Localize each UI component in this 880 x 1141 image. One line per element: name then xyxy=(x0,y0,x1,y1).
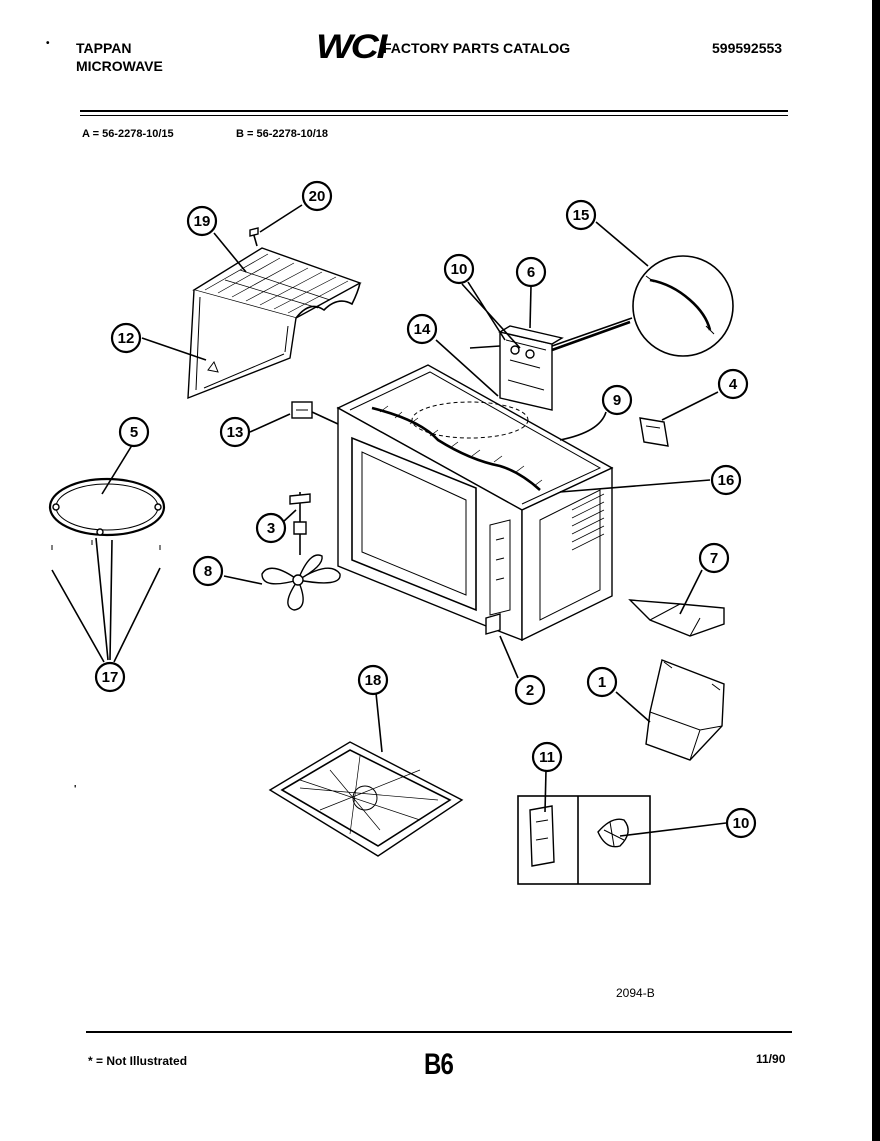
footer-rule xyxy=(86,1031,792,1033)
air-guide-part xyxy=(645,659,725,761)
svg-text:10: 10 xyxy=(451,261,468,278)
callout-4: 4 xyxy=(717,368,749,400)
inset-box xyxy=(517,795,651,885)
model-a: A = 56-2278-10/15 xyxy=(82,128,174,140)
page-number: B6 xyxy=(424,1048,454,1081)
callout-18: 18 xyxy=(357,664,389,696)
screw-part xyxy=(249,227,259,247)
callout-13: 13 xyxy=(219,416,251,448)
wire-harness-part xyxy=(632,255,734,357)
svg-text:5: 5 xyxy=(130,424,138,441)
callout-17: 17 xyxy=(94,661,126,693)
callout-5: 5 xyxy=(118,416,150,448)
svg-text:19: 19 xyxy=(194,213,211,230)
leader-lines xyxy=(51,204,727,837)
svg-text:6: 6 xyxy=(527,264,535,281)
stray-mark: ' xyxy=(74,784,77,795)
diagram-code: 2094-B xyxy=(616,986,655,1000)
header-rule-bottom xyxy=(80,115,788,116)
catalog-title: FACTORY PARTS CATALOG xyxy=(383,40,571,56)
tray-part xyxy=(268,741,464,857)
catalog-number: 599592553 xyxy=(712,40,783,56)
thermal-fuse-part xyxy=(291,401,313,419)
svg-text:16: 16 xyxy=(718,472,735,489)
svg-text:1: 1 xyxy=(598,674,606,691)
svg-text:17: 17 xyxy=(102,669,119,686)
svg-text:18: 18 xyxy=(365,672,382,689)
turntable-ring-part xyxy=(48,477,166,537)
not-illustrated-note: * = Not Illustrated xyxy=(88,1054,188,1068)
callout-10-top: 10 xyxy=(443,253,475,285)
top-cover-part xyxy=(187,247,362,400)
svg-text:7: 7 xyxy=(710,550,718,567)
control-bracket-part xyxy=(469,325,564,411)
callout-14: 14 xyxy=(406,313,438,345)
header-rule-top xyxy=(80,110,788,112)
svg-text:14: 14 xyxy=(414,321,431,338)
callout-9: 9 xyxy=(601,384,633,416)
corner-mark: • xyxy=(46,38,50,49)
svg-text:10: 10 xyxy=(733,815,750,832)
model-b: B = 56-2278-10/18 xyxy=(236,128,329,140)
callout-2: 2 xyxy=(514,674,546,706)
callout-11: 11 xyxy=(531,741,563,773)
callout-6: 6 xyxy=(515,256,547,288)
svg-text:4: 4 xyxy=(729,376,738,393)
callout-16: 16 xyxy=(710,464,742,496)
callout-7: 7 xyxy=(698,542,730,574)
wci-logo: WCI xyxy=(316,28,387,66)
callout-3: 3 xyxy=(255,512,287,544)
callout-1: 1 xyxy=(586,666,618,698)
oven-cavity-part xyxy=(336,364,614,642)
svg-text:11: 11 xyxy=(539,749,555,766)
svg-text:9: 9 xyxy=(613,392,621,409)
callout-10-inset: 10 xyxy=(725,807,757,839)
svg-text:13: 13 xyxy=(227,424,244,441)
roller-leaders xyxy=(51,540,161,550)
svg-text:3: 3 xyxy=(267,520,275,537)
latch-bracket-part xyxy=(639,417,669,447)
duct-part xyxy=(628,599,725,637)
callout-12: 12 xyxy=(110,322,142,354)
svg-text:12: 12 xyxy=(118,330,135,347)
callout-19: 19 xyxy=(186,205,218,237)
exploded-parts-diagram: 20 19 12 5 13 3 8 17 18 10 6 14 15 9 4 1… xyxy=(48,180,757,885)
svg-text:20: 20 xyxy=(309,188,326,205)
svg-text:8: 8 xyxy=(204,563,212,580)
svg-text:2: 2 xyxy=(526,682,534,699)
callout-15: 15 xyxy=(565,199,597,231)
stirrer-motor-part xyxy=(289,492,311,555)
fan-blade-part xyxy=(261,554,341,611)
revision-date: 11/90 xyxy=(756,1052,786,1066)
callout-20: 20 xyxy=(301,180,333,212)
product-type: MICROWAVE xyxy=(76,58,163,74)
brand-name: TAPPAN xyxy=(76,40,132,56)
callout-8: 8 xyxy=(192,555,224,587)
svg-text:15: 15 xyxy=(573,207,590,224)
